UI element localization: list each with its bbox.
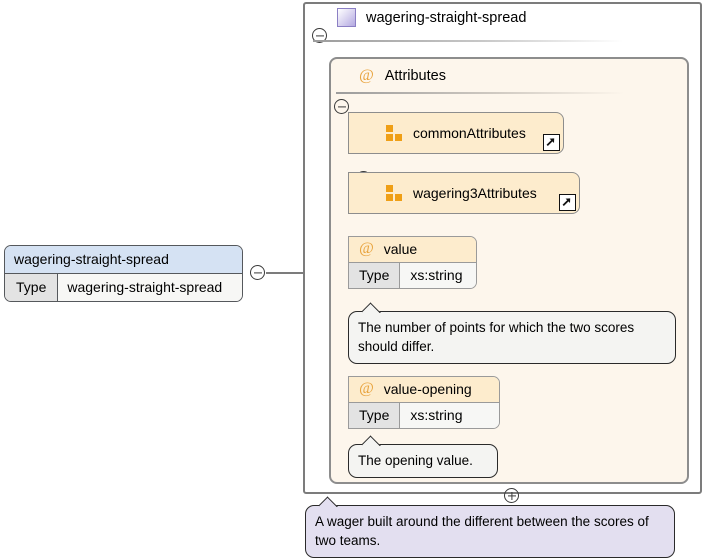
minus-circle-icon-root-panel[interactable] [312,28,327,43]
attribute-value-type-value: xs:string [400,263,476,288]
at-sign-icon-value: @ [359,240,374,257]
attribute-value-name: value [383,241,418,257]
attribute-value-type-row: Type xs:string [349,263,476,288]
attribute-group-icon [386,185,402,201]
attribute-value-opening-type-row: Type xs:string [349,403,499,428]
minus-circle-icon-attributes[interactable] [334,99,349,114]
documentation-value-opening: The opening value. [348,444,498,479]
element-summary-type-label: Type [5,274,59,301]
documentation-root-text: A wager built around the different betwe… [315,514,649,549]
external-link-icon[interactable] [543,134,560,151]
callout-tab [319,496,341,507]
documentation-value-opening-text: The opening value. [358,453,473,468]
element-summary-type-value: wagering-straight-spread [58,274,242,301]
attribute-value-box[interactable]: @ value Type xs:string [348,236,477,289]
attribute-value-opening-type-value: xs:string [400,403,499,428]
attribute-group-wagering3-attributes[interactable]: wagering3Attributes [348,172,580,214]
root-header-divider [313,40,623,42]
attributes-header-divider [336,92,624,94]
attribute-value-opening-box[interactable]: @ value-opening Type xs:string [348,376,500,429]
callout-tab [362,435,384,446]
element-summary-title: wagering-straight-spread [5,246,242,274]
attribute-value-title-row: @ value [349,237,476,263]
minus-circle-icon-root-connector[interactable] [250,265,265,280]
attribute-value-opening-name: value-opening [383,381,472,397]
documentation-value: The number of points for which the two s… [348,311,676,365]
documentation-root-element: A wager built around the different betwe… [305,505,675,558]
at-sign-icon-value-opening: @ [359,380,374,397]
attribute-group-wagering3-inner: wagering3Attributes [386,185,537,201]
external-link-icon[interactable] [559,194,576,211]
callout-tab [362,302,384,313]
documentation-value-text: The number of points for which the two s… [358,320,635,355]
connector-line [266,272,334,274]
element-summary-box[interactable]: wagering-straight-spread Type wagering-s… [4,245,243,302]
element-summary-type-row: Type wagering-straight-spread [5,274,242,301]
attribute-group-label: wagering3Attributes [413,185,537,201]
attribute-group-label: commonAttributes [413,125,526,141]
root-element-title: wagering-straight-spread [366,9,527,26]
attribute-group-common-inner: commonAttributes [386,125,526,141]
element-icon [337,8,356,27]
plus-circle-icon-value-opening[interactable] [504,488,519,503]
at-sign-icon-attributes: @ [359,67,374,84]
attributes-title: Attributes [384,68,446,84]
attribute-group-icon [386,125,402,141]
attribute-value-opening-type-label: Type [349,403,401,428]
attribute-value-type-label: Type [349,263,401,288]
root-element-header: wagering-straight-spread [312,8,526,27]
attribute-group-common-attributes[interactable]: commonAttributes [348,112,564,154]
attribute-value-opening-title-row: @ value-opening [349,377,499,403]
attributes-header: @ Attributes [334,67,446,85]
